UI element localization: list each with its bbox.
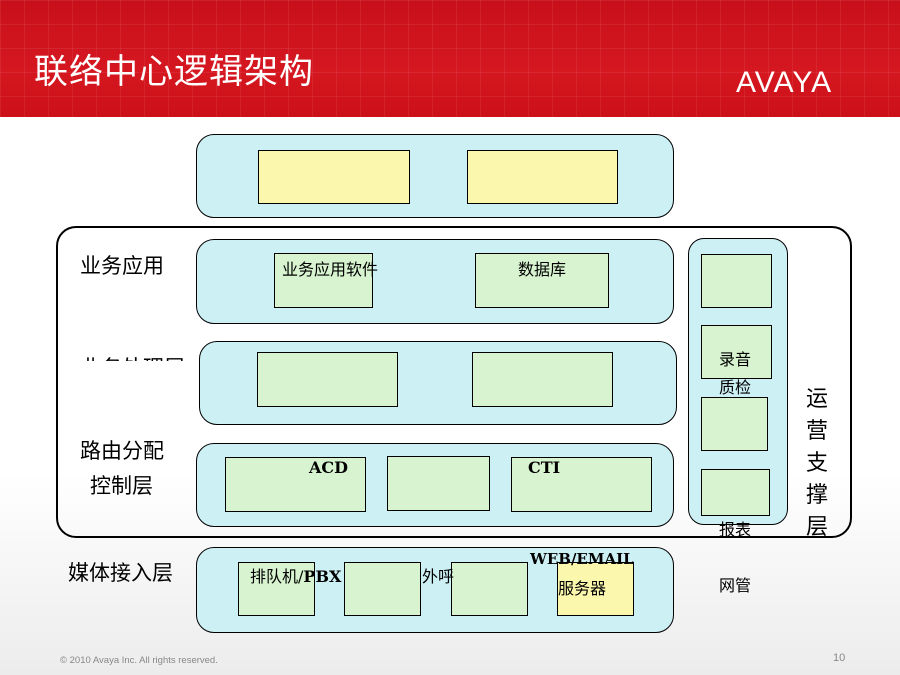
- app-software-label: 业务应用软件: [282, 260, 379, 279]
- web-email-label: WEB/EMAIL: [530, 550, 634, 568]
- database-label: 数据库: [518, 260, 567, 279]
- top-box-1: [258, 150, 410, 204]
- pbx-label: 排队机/PBX: [250, 567, 342, 586]
- outbound-label: 外呼: [422, 567, 455, 586]
- pbx-box: [238, 562, 315, 616]
- layer-label-business-app: 业务应用: [80, 254, 164, 278]
- proc-box-1: [257, 352, 398, 407]
- report-label: 报表: [719, 520, 752, 539]
- acd-box: [225, 457, 366, 512]
- database-box: [475, 253, 609, 308]
- layer-label-media: 媒体接入层: [68, 561, 173, 585]
- recording-label-2: 质检: [719, 378, 752, 397]
- netmgmt-label: 网管: [719, 576, 752, 595]
- media-box-3: [451, 562, 528, 616]
- copyright: © 2010 Avaya Inc. All rights reserved.: [60, 655, 218, 666]
- side-box-1: [701, 254, 772, 308]
- slide-title: 联络中心逻辑架构: [34, 52, 314, 92]
- proc-box-2: [472, 352, 613, 407]
- report-box: [701, 469, 770, 516]
- layer-label-routing-2: 控制层: [90, 474, 153, 498]
- layer-label-routing-1: 路由分配: [80, 439, 164, 463]
- app-software-box: [274, 253, 373, 308]
- recording-label-1: 录音: [719, 350, 752, 369]
- web-server-label: 服务器: [558, 579, 607, 598]
- outbound-box: [344, 562, 421, 616]
- operation-support-label: 运 营 支 撑 层: [805, 387, 828, 540]
- layer-label-business-proc: 业务处理层: [80, 352, 185, 361]
- page-number: 10: [833, 652, 846, 664]
- cti-label: CTI: [528, 458, 561, 477]
- routing-box-middle: [387, 456, 490, 511]
- recording-qc-box: [701, 325, 772, 379]
- web-email-box: [557, 562, 634, 616]
- side-box-3: [701, 397, 768, 451]
- core-frame: [56, 226, 852, 538]
- acd-label: ACD: [309, 458, 349, 477]
- cti-box: [511, 457, 652, 512]
- header-banner: 联络中心逻辑架构 AVAYA: [0, 0, 900, 117]
- top-box-2: [467, 150, 618, 204]
- avaya-logo: AVAYA: [736, 66, 833, 99]
